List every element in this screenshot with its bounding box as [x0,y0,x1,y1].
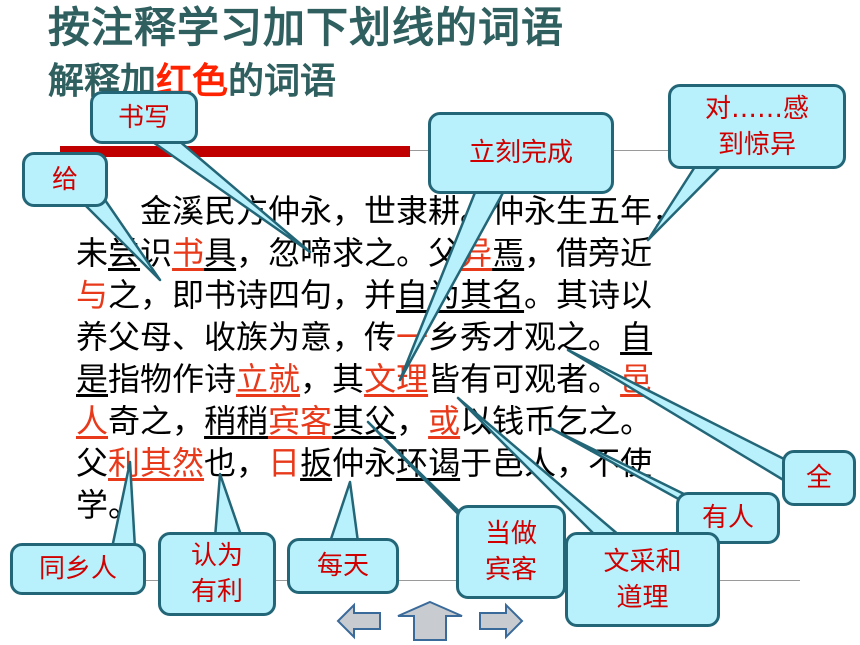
tail-quan [566,348,792,486]
passage-text: 未 [76,234,109,272]
passage-text: 之，即书诗四句，并 [108,276,397,314]
callout-renweiyouli-line1: 认为 [190,541,243,571]
passage-text: ，其 [300,360,365,398]
nav-prev-button[interactable] [336,602,382,640]
callout-likewancheng: 立刻完成 [428,112,614,194]
annotated-word: 利其然 [108,444,205,482]
callout-gei: 给 [22,152,108,207]
passage-text: 仲永 [332,444,397,482]
passage-text: 与 [76,276,109,314]
nav-up-button[interactable] [396,600,464,642]
callout-renweiyouli: 认为 有利 [158,532,276,616]
callout-wencaihedaoli-line1: 文采和 [603,546,682,577]
annotated-word: 书 [172,234,205,272]
passage-text: 也， [204,444,269,482]
title-red-bar [60,146,410,157]
callout-wencaihedaoli-line2: 道理 [616,582,669,613]
callout-duiganjingyi: 对……感 到惊异 [668,84,846,169]
callout-quan-text: 全 [805,463,832,493]
callout-duiganjingyi-line2: 到惊异 [717,129,796,160]
callout-dangzuobinke-line2: 宾客 [484,555,537,585]
annotated-word: 具 [204,234,237,272]
arrow-left-icon [336,602,381,640]
passage-text: ，借旁近 [524,234,653,272]
passage-line: 人奇之，稍稍宾客其父，或以钱币乞之。 [76,400,776,442]
callout-youren: 有人 [676,492,780,544]
tail-gei [78,198,162,282]
callout-quan: 全 [782,450,856,506]
passage-text: ，忽啼求之。父 [236,234,461,272]
annotated-word: 焉 [492,234,525,272]
divider-bottom [30,580,800,581]
callout-shuxie-text: 书写 [117,102,170,133]
annotated-word: 是 [76,360,109,398]
annotated-word: 自 [620,318,653,356]
passage-line: 是指物作诗立就，其文理皆有可观者。邑 [76,358,776,400]
callout-tongxiangren-text: 同乡人 [38,554,117,584]
passage-text: 乡秀才观之。 [428,318,621,356]
tail-tongxiangren [110,460,137,550]
arrow-right-icon [479,602,524,640]
passage-text: 指物作诗 [108,360,237,398]
callout-renweiyouli-line2: 有利 [190,577,243,607]
callout-meitian: 每天 [287,538,399,594]
tail-meitian [328,480,360,544]
callout-youren-text: 有人 [701,503,754,533]
passage-text: 金溪民方仲永，世隶耕。仲永生五年， [76,192,685,230]
annotated-word: 稍稍 [204,402,269,440]
passage-text: ， [396,402,429,440]
passage-text: 父 [76,444,109,482]
subtitle-suffix: 的词语 [228,61,337,102]
passage-text: 养父母、收族为意，传 [76,318,397,356]
annotated-word: 宾客 [268,402,333,440]
callout-gei-text: 给 [51,164,78,195]
tail-likewancheng [398,178,512,382]
annotated-word: 自为其名 [396,276,525,314]
tail-shuxie [148,138,312,254]
passage-text: 皆有可观者。 [428,360,621,398]
tail-duiganjingyi [646,160,727,242]
annotated-word: 扳 [300,444,333,482]
callout-wencaihedaoli: 文采和 道理 [565,532,720,627]
callout-meitian-text: 每天 [316,551,369,581]
annotated-word: 或 [428,402,461,440]
callout-duiganjingyi-line1: 对……感 [704,93,809,124]
annotated-word: 文理 [364,360,429,398]
passage-text: 。其诗以 [524,276,653,314]
passage-line: 父利其然也，日扳仲永环谒于邑人，不使 [76,442,776,484]
tail-renweiyouli [213,472,244,540]
passage-text: 奇之， [108,402,205,440]
passage-line: 金溪民方仲永，世隶耕。仲永生五年， [76,190,776,232]
arrow-up-icon [397,600,463,641]
page-title: 按注释学习加下划线的词语 [48,3,565,52]
annotated-word: 人 [76,402,109,440]
callout-shuxie: 书写 [90,91,198,144]
nav-next-button[interactable] [478,602,524,640]
callout-dangzuobinke-line1: 当做 [484,519,537,549]
page-subtitle: 解释加红色的词语 [48,52,336,104]
callout-likewancheng-text: 立刻完成 [468,138,573,168]
passage-text: 日 [268,444,301,482]
passage-line: 与之，即书诗四句，并自为其名。其诗以 [76,274,776,316]
annotated-word: 其父 [332,402,397,440]
annotated-word: 立就 [236,360,301,398]
callout-tongxiangren: 同乡人 [10,543,146,595]
callout-dangzuobinke: 当做 宾客 [456,505,566,599]
